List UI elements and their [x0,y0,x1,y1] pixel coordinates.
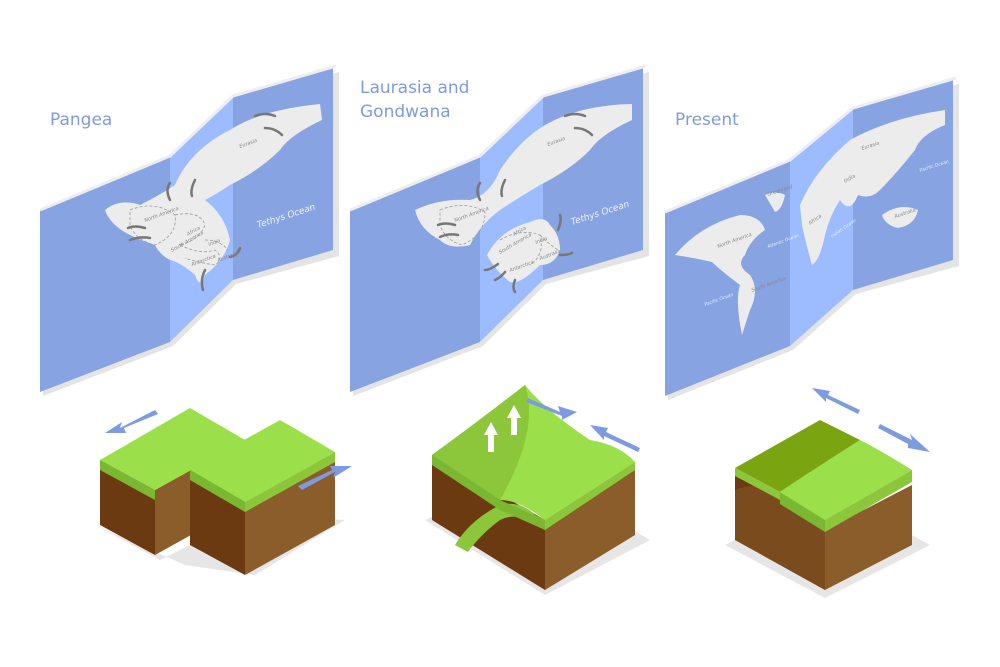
block-divergent-boundary [725,388,930,598]
label-eurasia: Eurasia [861,140,880,151]
arrow-right-icon [878,424,930,452]
laurasia-landmass [415,104,632,247]
arrow-right-icon [298,466,352,490]
map-panel-left [350,156,480,392]
label-eurasia: Eurasia [547,136,566,148]
arrow-right-icon [526,398,577,420]
afro-eurasia-landmass [800,110,945,265]
uplift-arrow-icon [484,422,498,452]
arrow-left-icon [812,388,860,414]
gondwana-landmass [487,219,560,283]
title-present: Present [675,110,739,130]
greenland-landmass [765,192,785,212]
title-laurasia-line1: Laurasia and [360,78,469,98]
map-laurasia-gondwana: Laurasia and Gondwana Eurasia North Amer… [349,64,649,396]
block-transform-fault [95,408,352,575]
map-pangea: Pangea Eurasia North America Africa Sout… [39,64,339,396]
pangea-landmass [105,104,322,283]
label-india: India [208,238,222,248]
arrow-left-icon [105,410,158,433]
map-panel-left [40,156,170,392]
arrow-left-icon [590,425,640,452]
uplift-arrow-icon [507,405,521,435]
map-present: Present Greenland North America Atlantic… [664,76,959,400]
label-eurasia: Eurasia [239,138,258,150]
label-india: India [843,173,857,184]
block-convergent-boundary [425,385,650,595]
americas-landmass [675,215,765,335]
map-panel-left [665,160,790,396]
title-pangea: Pangea [50,110,112,130]
label-india: India [535,236,549,246]
australia-landmass [882,206,918,228]
title-laurasia-line2: Gondwana [360,102,451,122]
